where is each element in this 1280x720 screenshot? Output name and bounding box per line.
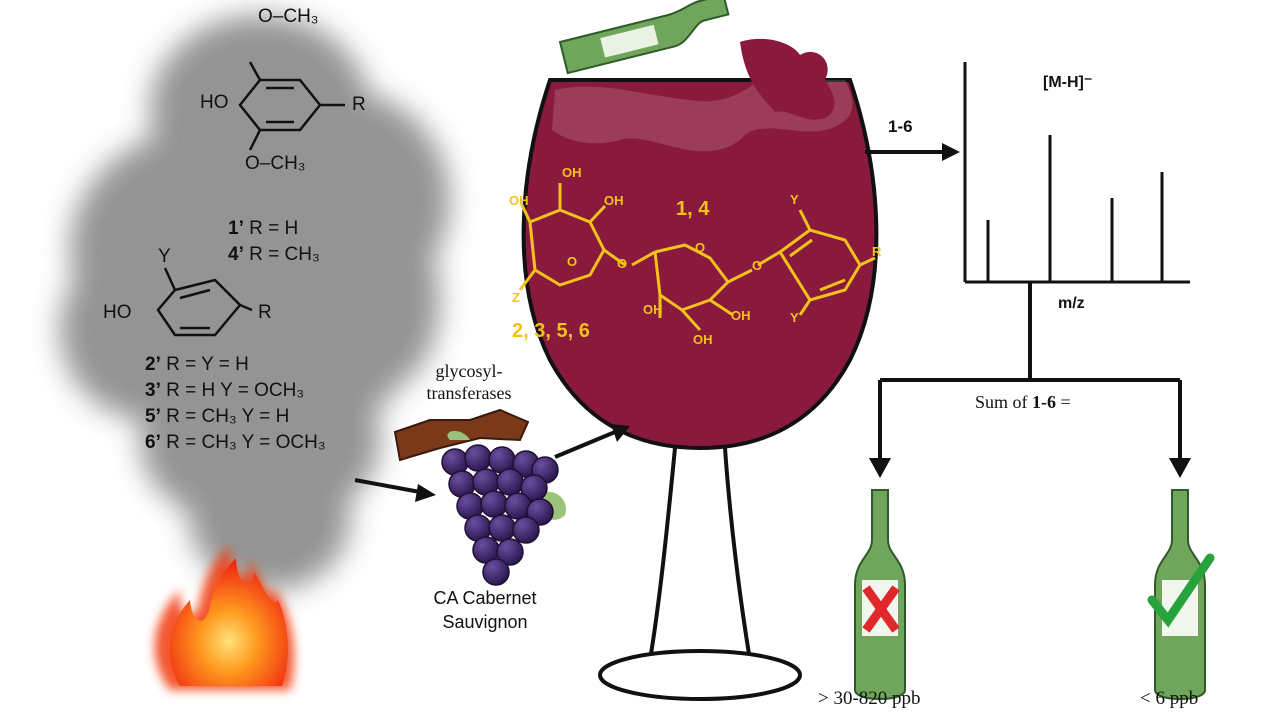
bottom-methoxy-label: O–CH₃ bbox=[245, 153, 306, 174]
mass-spectrum bbox=[963, 62, 1190, 284]
grape-variety-label: CA Cabernet Sauvignon bbox=[420, 586, 550, 634]
grape-berry bbox=[464, 444, 492, 472]
pouring-bottle-icon bbox=[558, 0, 730, 75]
guaiacyl-hydroxyl-label: HO bbox=[103, 302, 132, 323]
syringyl-hydroxyl-label: HO bbox=[200, 92, 229, 113]
glycoside-z-label: Z bbox=[512, 290, 520, 305]
flow-arrows bbox=[354, 143, 1191, 502]
glycoside-oh-1: OH bbox=[562, 165, 582, 180]
outcome-accept-label: < 6 ppb bbox=[1140, 688, 1199, 709]
glycoside-oh-4: OH bbox=[643, 302, 663, 317]
compound-5-label: 5’ R = CH₃ Y = H bbox=[145, 406, 290, 427]
ms-arrow-label: 1-6 bbox=[888, 117, 913, 136]
glycoside-link-o-1: O bbox=[617, 256, 628, 271]
glycoside-oh-3: OH bbox=[604, 193, 624, 208]
grape-berry bbox=[496, 538, 524, 566]
syringyl-r-label: R bbox=[352, 94, 366, 115]
bottle-reject-icon bbox=[854, 489, 906, 700]
glycoside-oh-6: OH bbox=[731, 308, 751, 323]
glycoside-r-label: R bbox=[872, 244, 882, 259]
glycoside-oh-2: OH bbox=[509, 193, 529, 208]
glycoside-group-2356: 2, 3, 5, 6 bbox=[512, 320, 590, 342]
sum-label: Sum of 1-6 = bbox=[975, 392, 1071, 412]
grape-berry bbox=[496, 468, 524, 496]
glycoside-structure bbox=[518, 183, 876, 332]
ms-x-axis-label: m/z bbox=[1058, 295, 1085, 312]
compound-1-label: 1’ R = H bbox=[228, 218, 299, 239]
glycoside-y-bottom: Y bbox=[790, 310, 799, 325]
grape-label-line-2: Sauvignon bbox=[442, 612, 528, 632]
grape-cluster-icon bbox=[393, 408, 566, 586]
compound-3-label: 3’ R = H Y = OCH₃ bbox=[145, 380, 305, 401]
syringyl-structure bbox=[238, 61, 345, 151]
fire-icon bbox=[154, 545, 295, 690]
glycoside-link-o-2: O bbox=[752, 258, 763, 273]
top-methoxy-label: O–CH₃ bbox=[258, 6, 319, 27]
wine-glass bbox=[521, 38, 879, 701]
compound-6-label: 6’ R = CH₃ Y = OCH₃ bbox=[145, 432, 326, 453]
enzyme-label-line-2: transferases bbox=[426, 383, 512, 403]
grape-berry bbox=[482, 558, 510, 586]
glycoside-ring-o-2: O bbox=[695, 240, 706, 255]
glycoside-ring-o-1: O bbox=[567, 254, 578, 269]
bottle-accept-icon bbox=[1147, 489, 1215, 700]
enzyme-label: glycosyl- transferases bbox=[414, 360, 524, 404]
glycoside-y-top: Y bbox=[790, 192, 799, 207]
grape-berry bbox=[488, 514, 516, 542]
enzyme-label-line-1: glycosyl- bbox=[435, 361, 503, 381]
compound-2-label: 2’ R = Y = H bbox=[145, 354, 249, 375]
grape-label-line-1: CA Cabernet bbox=[433, 588, 537, 608]
grape-berry bbox=[480, 490, 508, 518]
ms-ion-label: [M-H]⁻ bbox=[1043, 74, 1093, 91]
outcome-reject-label: > 30-820 ppb bbox=[818, 688, 921, 709]
grape-berry bbox=[512, 516, 540, 544]
glycoside-oh-5: OH bbox=[693, 332, 713, 347]
guaiacyl-r-label: R bbox=[258, 302, 272, 323]
compound-4-label: 4’ R = CH₃ bbox=[228, 244, 320, 265]
guaiacyl-structure bbox=[156, 267, 253, 337]
guaiacyl-y-label: Y bbox=[158, 246, 171, 267]
glycoside-group-1-4: 1, 4 bbox=[676, 198, 710, 220]
